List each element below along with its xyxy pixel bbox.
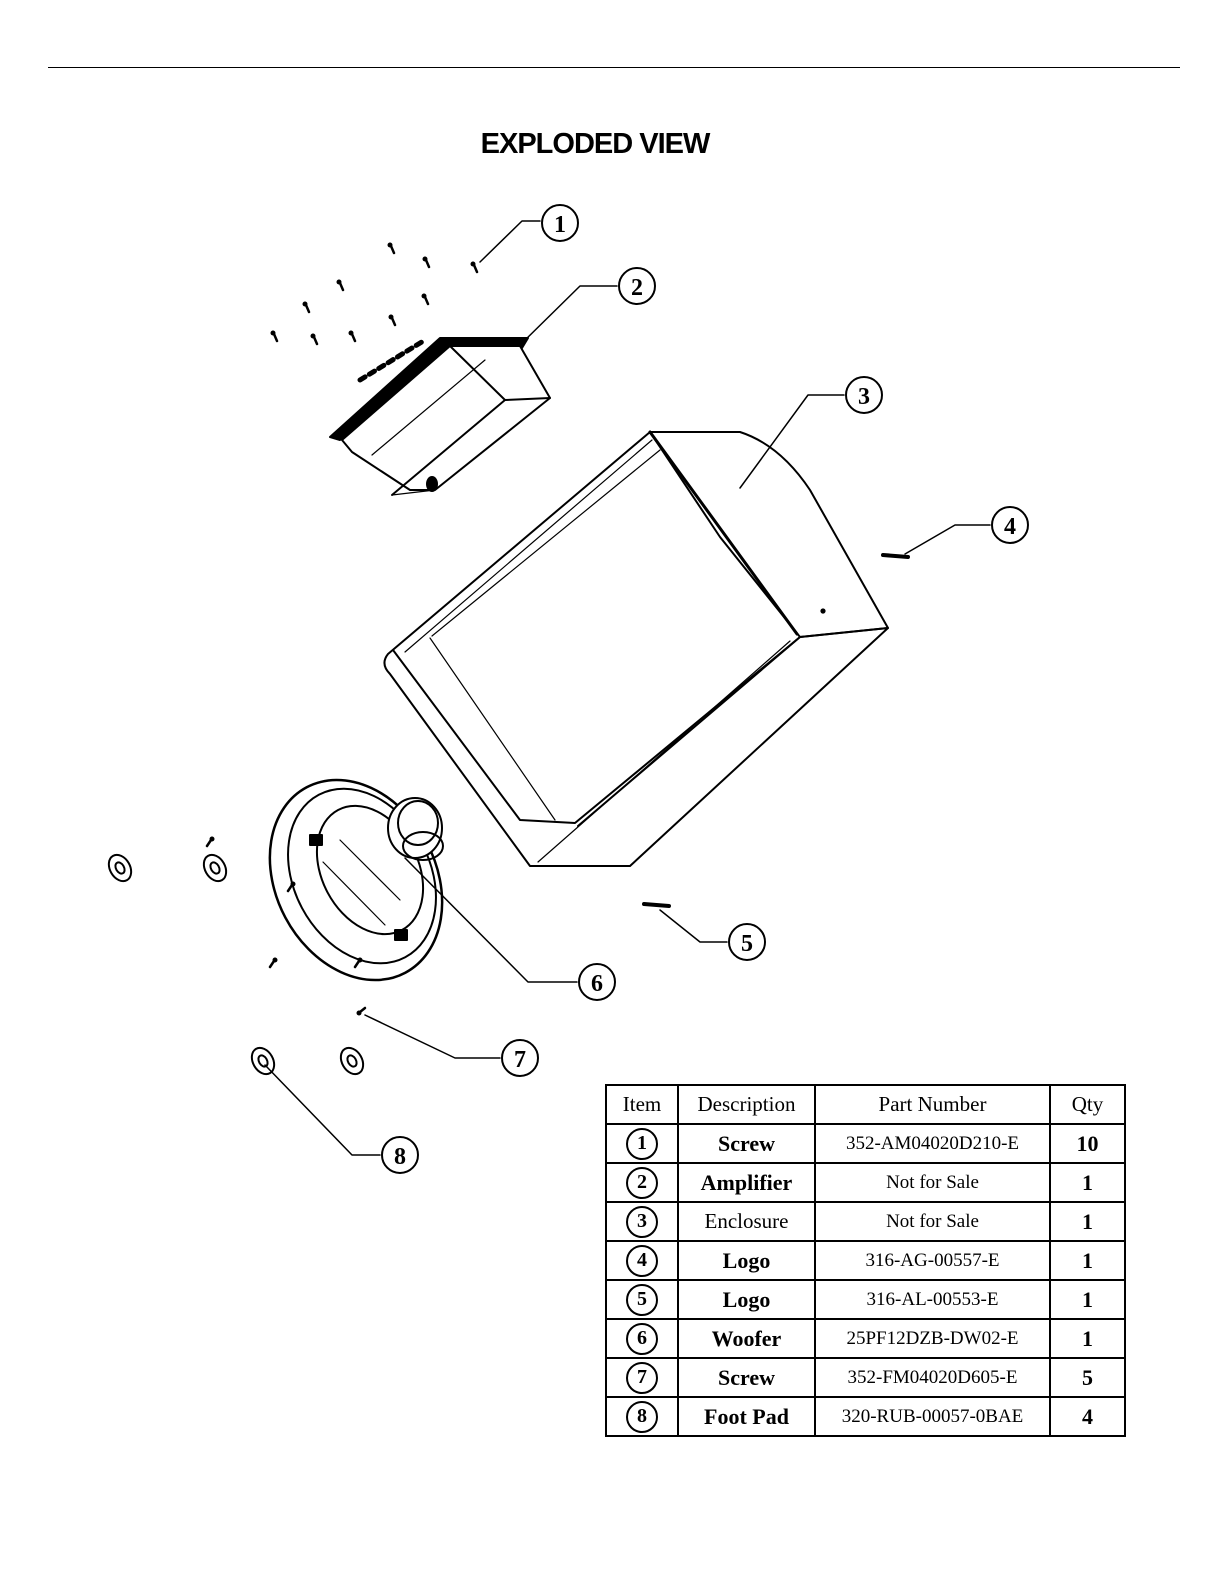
qty-cell: 4 — [1050, 1397, 1125, 1436]
header-description: Description — [678, 1085, 815, 1124]
item-cell: 7 — [606, 1358, 678, 1397]
item-cell: 6 — [606, 1319, 678, 1358]
table-header-row: Item Description Part Number Qty — [606, 1085, 1125, 1124]
part-number-cell: Not for Sale — [815, 1202, 1050, 1241]
item-number-badge: 1 — [626, 1128, 658, 1160]
amplifier — [330, 338, 550, 495]
callout-1-label: 1 — [554, 212, 566, 238]
callout-2-label: 2 — [631, 275, 643, 301]
item-number-badge: 8 — [626, 1401, 658, 1433]
callout-4-label: 4 — [1004, 514, 1016, 540]
description-cell: Screw — [678, 1358, 815, 1397]
description-cell: Enclosure — [678, 1202, 815, 1241]
description-cell: Logo — [678, 1280, 815, 1319]
enclosure — [384, 432, 888, 866]
callout-8-label: 8 — [394, 1144, 406, 1170]
description-cell: Woofer — [678, 1319, 815, 1358]
part-number-cell: 352-FM04020D605-E — [815, 1358, 1050, 1397]
header-part-number: Part Number — [815, 1085, 1050, 1124]
item-cell: 8 — [606, 1397, 678, 1436]
part-number-cell: Not for Sale — [815, 1163, 1050, 1202]
item-cell: 1 — [606, 1124, 678, 1163]
qty-cell: 1 — [1050, 1163, 1125, 1202]
logo-4 — [883, 555, 908, 557]
item-number-badge: 6 — [626, 1323, 658, 1355]
description-cell: Foot Pad — [678, 1397, 815, 1436]
description-cell: Logo — [678, 1241, 815, 1280]
qty-cell: 1 — [1050, 1202, 1125, 1241]
logo-5 — [644, 904, 669, 906]
part-number-cell: 320-RUB-00057-0BAE — [815, 1397, 1050, 1436]
item-cell: 2 — [606, 1163, 678, 1202]
leader-lines — [265, 221, 990, 1155]
callout-5-label: 5 — [741, 931, 753, 957]
qty-cell: 1 — [1050, 1241, 1125, 1280]
part-number-cell: 316-AL-00553-E — [815, 1280, 1050, 1319]
woofer — [236, 750, 476, 1011]
description-cell: Screw — [678, 1124, 815, 1163]
callout-6-label: 6 — [591, 971, 603, 997]
item-cell: 3 — [606, 1202, 678, 1241]
item-number-badge: 7 — [626, 1362, 658, 1394]
item-number-badge: 4 — [626, 1245, 658, 1277]
item-number-badge: 3 — [626, 1206, 658, 1238]
item-number-badge: 2 — [626, 1167, 658, 1199]
qty-cell: 1 — [1050, 1319, 1125, 1358]
item-cell: 5 — [606, 1280, 678, 1319]
qty-cell: 10 — [1050, 1124, 1125, 1163]
qty-cell: 5 — [1050, 1358, 1125, 1397]
item-number-badge: 5 — [626, 1284, 658, 1316]
description-cell: Amplifier — [678, 1163, 815, 1202]
header-qty: Qty — [1050, 1085, 1125, 1124]
callout-3-label: 3 — [858, 384, 870, 410]
part-number-cell: 25PF12DZB-DW02-E — [815, 1319, 1050, 1358]
header-item: Item — [606, 1085, 678, 1124]
part-number-cell: 316-AG-00557-E — [815, 1241, 1050, 1280]
callout-7-label: 7 — [514, 1047, 526, 1073]
qty-cell: 1 — [1050, 1280, 1125, 1319]
part-number-cell: 352-AM04020D210-E — [815, 1124, 1050, 1163]
item-cell: 4 — [606, 1241, 678, 1280]
